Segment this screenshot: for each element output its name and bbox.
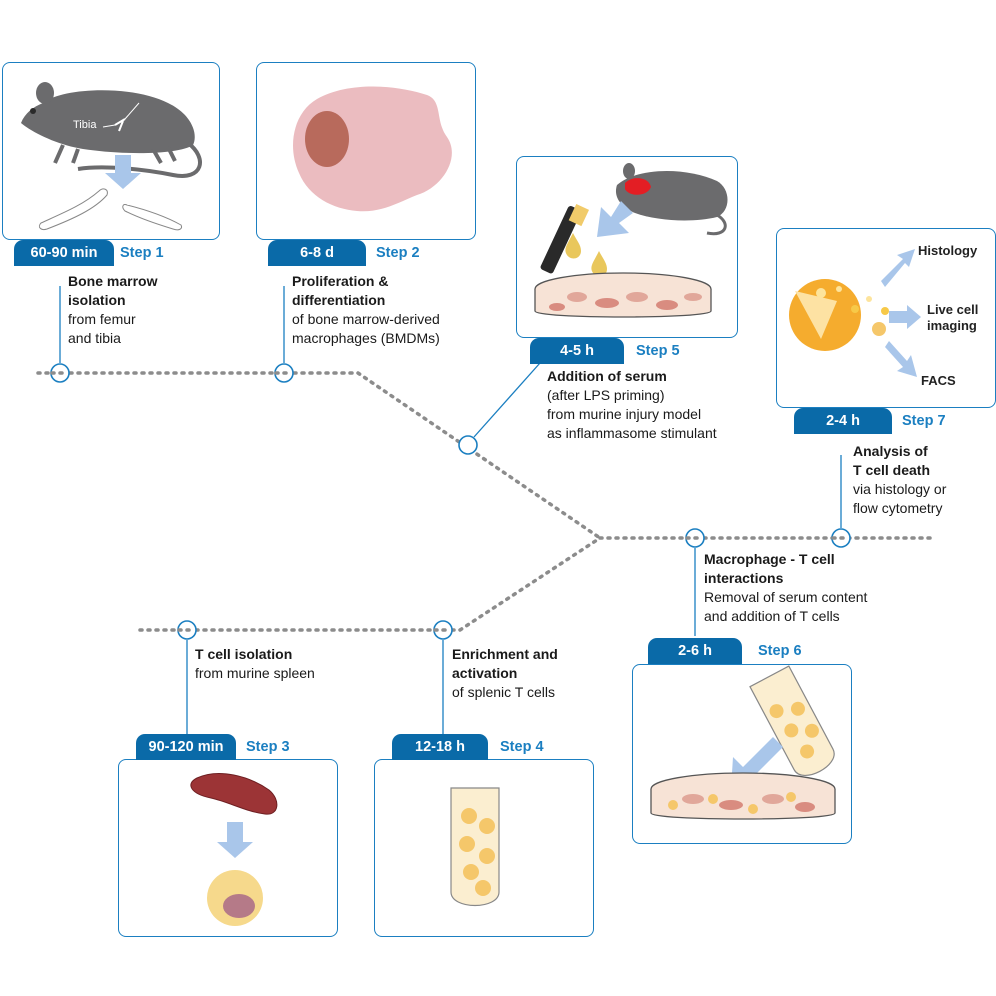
step2-description: Proliferation & differentiation of bone … xyxy=(292,273,440,346)
step6-time-tab: 2-6 h xyxy=(648,638,742,664)
dying-tcell-icon xyxy=(789,279,889,351)
step5-time-tab: 4-5 h xyxy=(530,338,624,364)
femur-bone-icon xyxy=(38,188,108,230)
femur-label: Femur xyxy=(141,76,173,88)
step2-time-tab: 6-8 d xyxy=(268,240,366,266)
spleen-icon xyxy=(190,773,278,815)
step7-card: Histology Live cell imaging FACS xyxy=(776,228,996,408)
nucleus-icon xyxy=(305,111,349,167)
step7-time-tab: 2-4 h xyxy=(794,408,892,434)
step6-label: Step 6 xyxy=(758,643,802,659)
step4-time-tab: 12-18 h xyxy=(392,734,488,760)
mouse-illustration xyxy=(21,82,202,178)
live-cell-label: Live cell xyxy=(927,302,979,317)
step4-title: Enrichment and xyxy=(452,646,558,662)
tcell-tube-icon xyxy=(749,665,835,776)
step1-time-tab: 60-90 min xyxy=(14,240,114,266)
timeline-node-step5 xyxy=(458,435,478,455)
injured-mouse-icon xyxy=(615,163,728,236)
step7-description: Analysis of T cell death via histology o… xyxy=(853,443,947,516)
step5-card xyxy=(516,156,738,338)
step6-title: Macrophage - T cell xyxy=(704,551,835,567)
step3-title: T cell isolation xyxy=(195,646,293,662)
step7-title: Analysis of xyxy=(853,443,928,459)
serum-tube-icon xyxy=(540,203,589,274)
step6-description: Macrophage - T cell interactions Removal… xyxy=(704,551,868,624)
arrow-histology-icon xyxy=(881,249,915,287)
imaging-label: imaging xyxy=(927,318,977,333)
step5-title: Addition of serum xyxy=(547,368,667,384)
step1-label: Step 1 xyxy=(120,245,164,261)
step4-card xyxy=(374,759,594,937)
serum-drop-icon xyxy=(565,233,581,259)
tibia-label: Tibia xyxy=(73,119,97,131)
step2-card xyxy=(256,62,476,240)
tcell-tube-icon xyxy=(450,787,500,907)
down-left-arrow-icon xyxy=(597,201,633,237)
step3-label: Step 3 xyxy=(246,739,290,755)
step4-description: Enrichment and activation of splenic T c… xyxy=(452,646,558,700)
facs-label: FACS xyxy=(921,373,956,388)
histology-label: Histology xyxy=(918,243,978,258)
petri-dish-icon xyxy=(534,272,712,318)
step2-title: Proliferation & xyxy=(292,273,389,289)
down-arrow-icon xyxy=(105,155,141,189)
arrow-live-imaging-icon xyxy=(889,305,921,329)
step6-card xyxy=(632,664,852,844)
step7-label: Step 7 xyxy=(902,413,946,429)
step3-card xyxy=(118,759,338,937)
step1-title: Bone marrow xyxy=(68,273,158,289)
step5-description: Addition of serum (after LPS priming) fr… xyxy=(547,368,717,441)
down-arrow-icon xyxy=(217,822,253,858)
petri-dish-icon xyxy=(650,772,836,820)
step3-description: T cell isolation from murine spleen xyxy=(195,646,315,681)
timeline-branch-lower xyxy=(138,536,602,632)
tibia-bone-icon xyxy=(122,204,182,231)
step5-label: Step 5 xyxy=(636,343,680,359)
step3-time-tab: 90-120 min xyxy=(136,734,236,760)
connector-step5 xyxy=(473,362,541,438)
timeline-branch-upper xyxy=(36,371,602,540)
step1-description: Bone marrow isolation from femur and tib… xyxy=(68,273,158,346)
arrow-facs-icon xyxy=(885,341,917,377)
step4-label: Step 4 xyxy=(500,739,544,755)
step1-card: Femur Tibia xyxy=(2,62,220,240)
step2-label: Step 2 xyxy=(376,245,420,261)
